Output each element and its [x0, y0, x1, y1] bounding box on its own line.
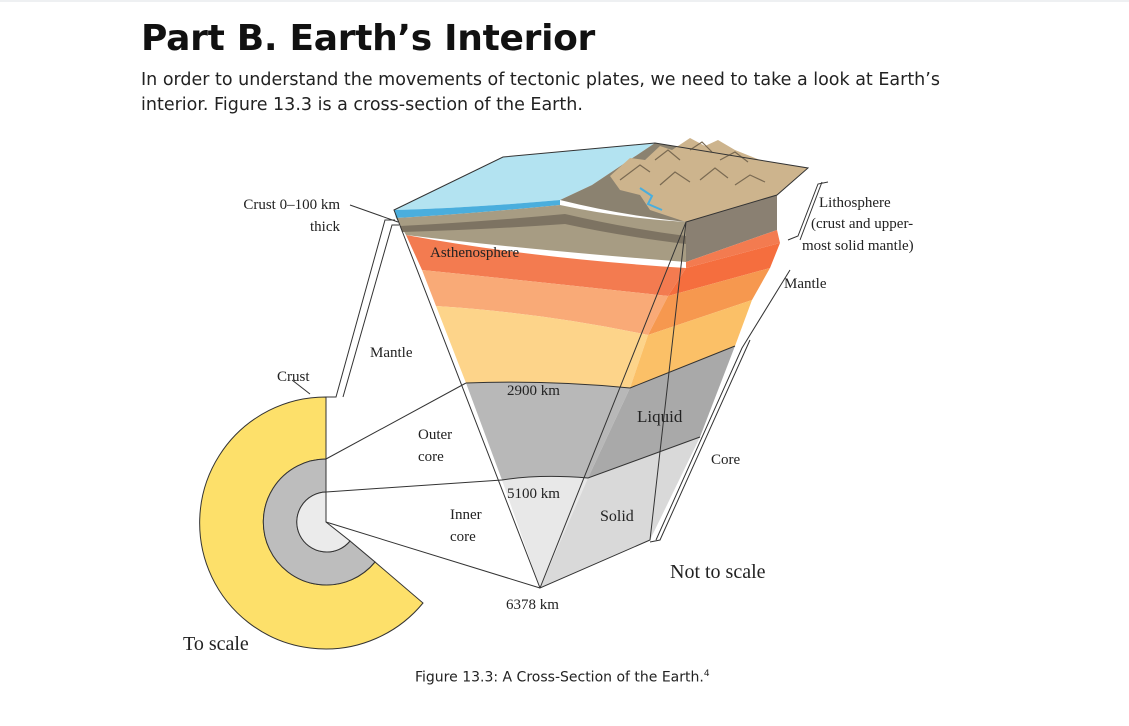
upper-mantle-layer [422, 270, 668, 335]
liquid-label: Liquid [637, 407, 683, 426]
crust-thickness-label: Crust 0–100 km [243, 197, 340, 213]
inner-core-disc [296, 491, 351, 553]
mantle-right-label: Mantle [784, 276, 827, 292]
crust-band [396, 205, 686, 262]
right-lower-mantle [630, 300, 752, 388]
brackets [649, 181, 829, 543]
crust-dark-band [400, 214, 686, 244]
earth-wedge [393, 138, 810, 589]
right-asthenosphere [686, 230, 780, 268]
mantle-left-label: Mantle [370, 345, 413, 361]
crust-thickness-label-2: thick [310, 219, 340, 235]
right-upper-mantle [648, 268, 770, 335]
depth-2900-label: 2900 km [507, 383, 560, 399]
to-scale-label: To scale [183, 633, 249, 655]
inner-core-label: Inner [450, 507, 482, 523]
outer-core-label-2: core [418, 449, 444, 465]
water-edge-band [394, 200, 560, 218]
solid-label: Solid [600, 508, 634, 525]
to-scale-section [199, 396, 424, 650]
ocean-surface [394, 143, 655, 210]
page-title: Part B. Earth’s Interior [141, 18, 595, 59]
wedge-outline [393, 142, 810, 589]
right-asthenosphere-lower [668, 243, 780, 296]
river [639, 187, 663, 211]
caption-text: Figure 13.3: A Cross-Section of the Eart… [415, 669, 704, 686]
lower-mantle-layer [436, 306, 648, 388]
not-to-scale-label: Not to scale [670, 561, 766, 583]
lithosphere-label-2: (crust and upper- [811, 216, 913, 232]
caption-footnote: 4 [703, 669, 710, 679]
inner-core-layer [502, 476, 588, 588]
connector-lines [291, 204, 541, 589]
outer-core-layer [466, 382, 630, 480]
crust-label: Crust [277, 369, 310, 385]
top-border [0, 0, 1129, 2]
intro-paragraph: In order to understand the movements of … [141, 70, 940, 115]
right-inner-core [540, 437, 700, 588]
right-lithosphere [686, 195, 777, 262]
lithosphere-label: Lithosphere [819, 195, 891, 211]
mountain-range [610, 138, 808, 222]
depth-5100-label: 5100 km [507, 486, 560, 502]
core-label: Core [711, 452, 741, 468]
inner-core-label-2: core [450, 529, 476, 545]
depth-6378-label: 6378 km [506, 597, 559, 613]
asthenosphere-label: Asthenosphere [430, 245, 519, 261]
asthenosphere-layer [406, 235, 686, 296]
figure-caption: Figure 13.3: A Cross-Section of the Eart… [415, 669, 710, 686]
lithosphere-label-3: most solid mantle) [802, 238, 914, 254]
right-outer-core [588, 346, 735, 478]
mountain-ridges [619, 141, 766, 186]
outer-core-label: Outer [418, 427, 452, 443]
